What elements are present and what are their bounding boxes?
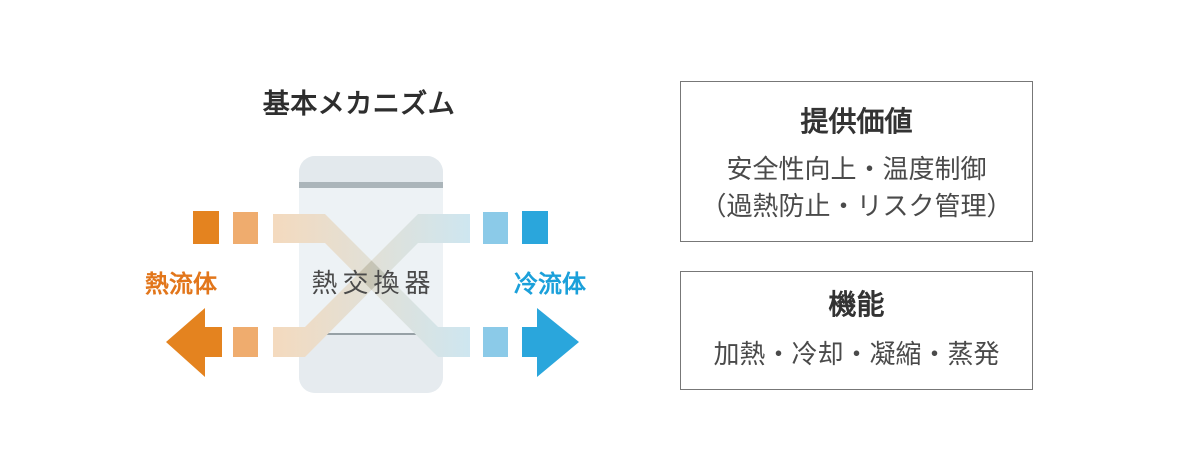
function-box: 機能 加熱・冷却・凝縮・蒸発: [680, 271, 1033, 390]
diagram-title: 基本メカニズム: [262, 89, 456, 119]
exchanger-seam-line: [299, 333, 443, 335]
exchanger-top-zone: [299, 156, 443, 182]
cold-out-dash-light: [483, 327, 508, 357]
function-line-1: 加熱・冷却・凝縮・蒸発: [713, 339, 1000, 369]
cold-flow-dash-light: [483, 212, 508, 244]
cold-right-arrow-icon: [522, 308, 579, 377]
hot-flow-dash-solid: [193, 211, 219, 244]
cold-flow-dash-solid: [522, 211, 548, 244]
function-body: 加熱・冷却・凝縮・蒸発: [681, 336, 1032, 373]
provided-value-title: 提供価値: [800, 106, 913, 137]
provided-value-box: 提供価値 安全性向上・温度制御 （過熱防止・リスク管理）: [680, 81, 1033, 242]
provided-value-line-2: （過熱防止・リスク管理）: [700, 191, 1013, 221]
band-cold-to-hot: [273, 214, 470, 357]
exchanger-top-bar: [299, 182, 443, 188]
function-title: 機能: [828, 289, 885, 320]
provided-value-line-1: 安全性向上・温度制御: [726, 154, 987, 184]
hot-out-dash-light: [233, 327, 258, 357]
provided-value-body: 安全性向上・温度制御 （過熱防止・リスク管理）: [681, 151, 1032, 225]
hot-fluid-label: 熱流体: [145, 271, 217, 298]
hot-flow-dash-light: [233, 212, 258, 244]
heat-exchanger-label: 熱交換器: [311, 268, 436, 298]
cold-fluid-label: 冷流体: [514, 271, 586, 298]
exchanger-bottom-zone: [299, 335, 443, 393]
heat-exchanger-body: [299, 156, 443, 393]
hot-left-arrow-icon: [166, 308, 222, 377]
